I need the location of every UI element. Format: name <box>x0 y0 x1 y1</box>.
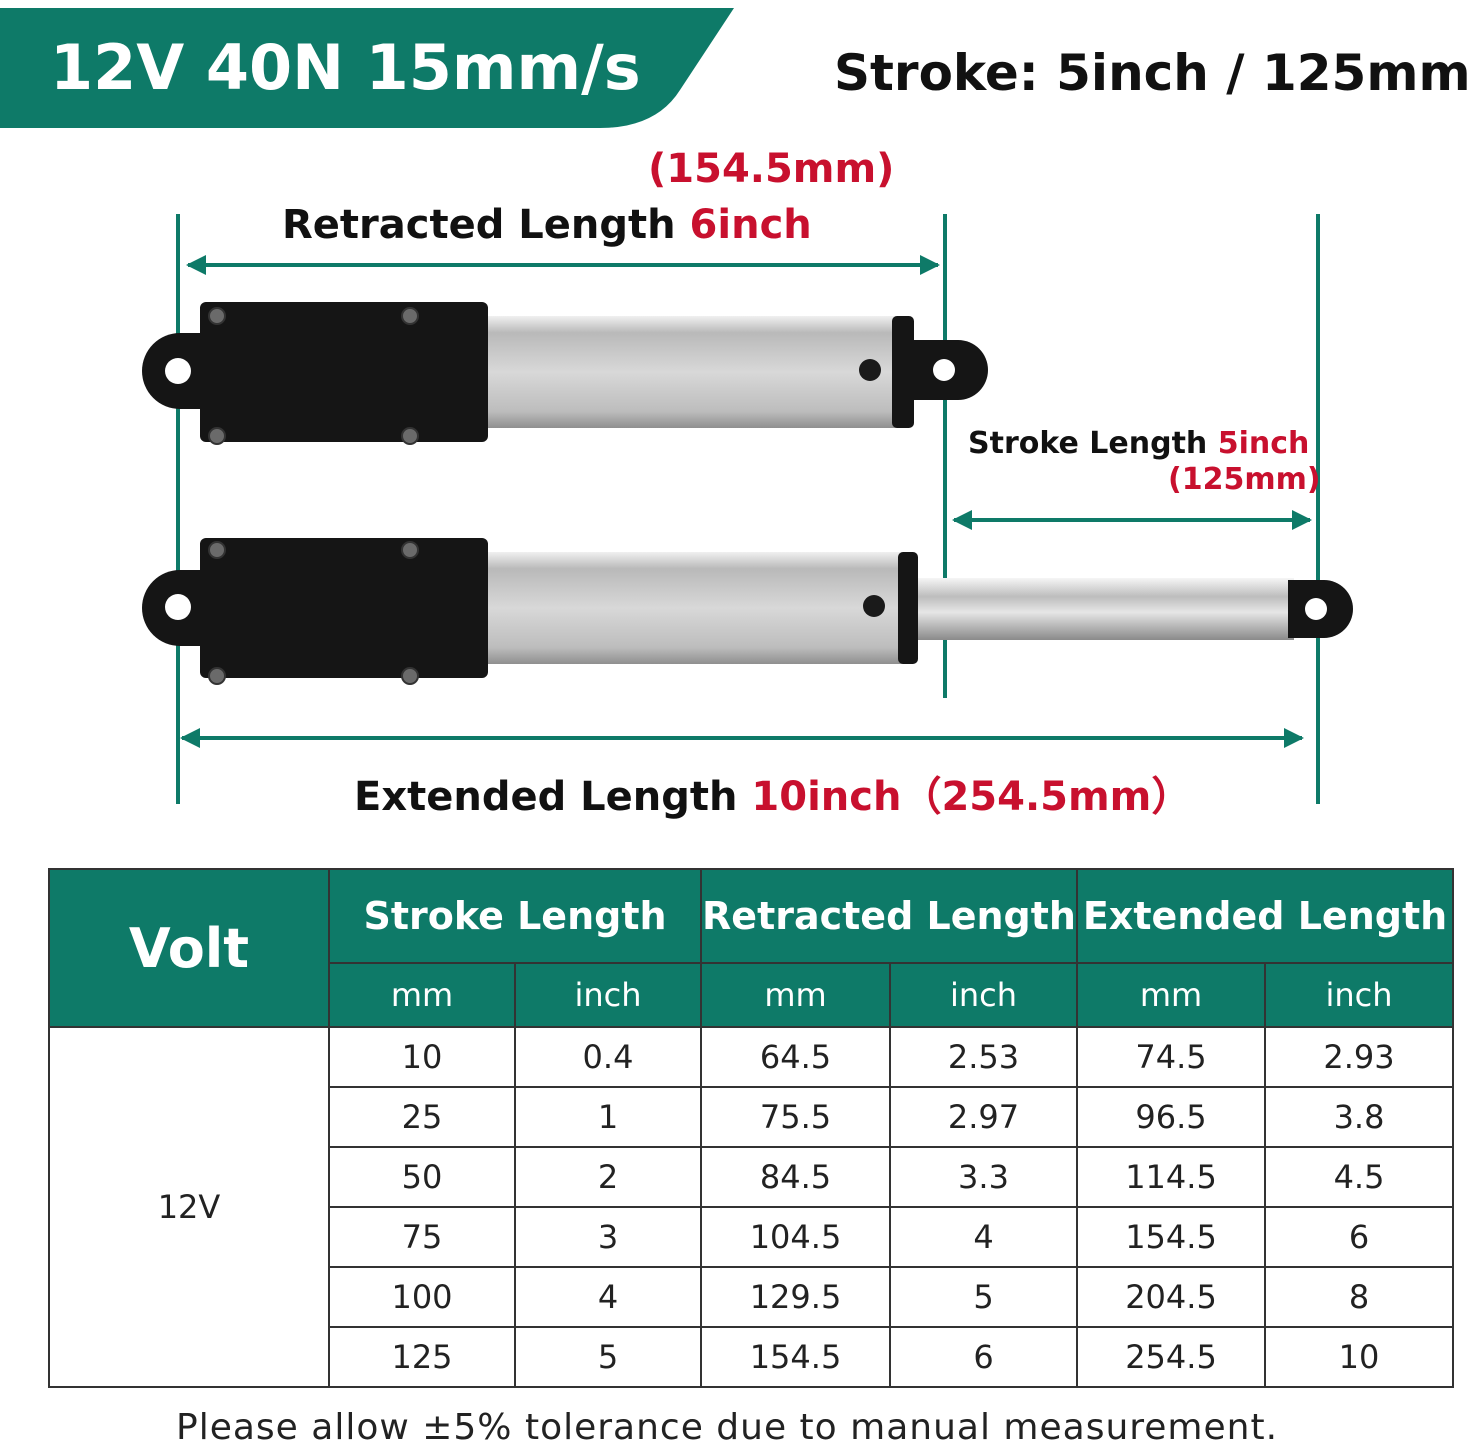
extended-length-label: Extended Length 10inch（254.5mm） <box>354 764 1191 822</box>
table-row: 25 1 75.5 2.97 96.5 3.8 <box>49 1086 1455 1148</box>
unit-header: inch <box>1263 962 1455 1028</box>
extended-length-header: Extended Length <box>1075 868 1455 964</box>
motor-housing <box>200 538 488 678</box>
extension-rod <box>918 578 1294 640</box>
table-row: 125 5 154.5 6 254.5 10 <box>49 1326 1455 1388</box>
table-cell: 10 <box>1263 1326 1455 1388</box>
table-cell: 6 <box>1263 1206 1455 1268</box>
unit-header: inch <box>889 962 1078 1028</box>
stroke-title: Stroke: 5inch / 125mm <box>834 44 1471 102</box>
table-cell: 4.5 <box>1263 1146 1455 1208</box>
table-cell: 50 <box>328 1146 516 1208</box>
volt-header: Volt <box>48 868 330 1028</box>
screw-icon <box>208 541 226 559</box>
screw-icon <box>401 427 419 445</box>
table-cell: 104.5 <box>700 1206 891 1268</box>
table-cell: 3.3 <box>889 1146 1078 1208</box>
table-cell: 5 <box>889 1266 1078 1328</box>
table-cell: 129.5 <box>700 1266 891 1328</box>
table-cell: 204.5 <box>1076 1266 1266 1328</box>
table-cell: 2 <box>514 1146 702 1208</box>
table-cell: 2.53 <box>889 1026 1078 1088</box>
unit-header: mm <box>1076 962 1266 1028</box>
table-cell: 2.93 <box>1263 1026 1455 1088</box>
table-cell: 8 <box>1263 1266 1455 1328</box>
retracted-length-header: Retracted Length <box>700 868 1078 964</box>
motor-housing <box>200 302 488 442</box>
screw-icon <box>208 667 226 685</box>
table-row: 100 4 129.5 5 204.5 8 <box>49 1266 1455 1328</box>
header-banner <box>0 8 734 128</box>
screw-icon <box>208 427 226 445</box>
table-cell: 74.5 <box>1076 1026 1266 1088</box>
table-cell: 25 <box>328 1086 516 1148</box>
screw-icon <box>401 307 419 325</box>
table-cell: 4 <box>514 1266 702 1328</box>
retracted-length-value: 6inch <box>689 202 812 248</box>
stroke-length-text: Stroke Length <box>968 426 1218 461</box>
table-cell: 1 <box>514 1086 702 1148</box>
table-cell: 154.5 <box>1076 1206 1266 1268</box>
retracted-actuator <box>142 302 988 445</box>
outer-tube <box>488 316 908 428</box>
retracted-length-mm: (154.5mm) <box>648 146 895 192</box>
table-cell: 0.4 <box>514 1026 702 1088</box>
screw-icon <box>208 307 226 325</box>
table-cell: 3.8 <box>1263 1086 1455 1148</box>
extended-length-text: Extended Length <box>354 774 752 820</box>
table-cell: 125 <box>328 1326 516 1388</box>
table-cell: 254.5 <box>1076 1326 1266 1388</box>
table-cell: 75.5 <box>700 1086 891 1148</box>
stroke-length-header: Stroke Length <box>328 868 702 964</box>
stroke-length-label: Stroke Length 5inch <box>968 426 1309 461</box>
table-cell: 154.5 <box>700 1326 891 1388</box>
table-cell: 3 <box>514 1206 702 1268</box>
table-cell: 6 <box>889 1326 1078 1388</box>
volt-cell: 12V <box>48 1026 330 1388</box>
table-cell: 10 <box>328 1026 516 1088</box>
table-row: 50 2 84.5 3.3 114.5 4.5 <box>49 1146 1455 1208</box>
table-row: 75 3 104.5 4 154.5 6 <box>49 1206 1455 1268</box>
unit-header: mm <box>328 962 516 1028</box>
table-cell: 114.5 <box>1076 1146 1266 1208</box>
unit-header: mm <box>700 962 891 1028</box>
extended-length-value: 10inch（254.5mm） <box>751 774 1192 820</box>
table-cell: 100 <box>328 1266 516 1328</box>
table-cell: 75 <box>328 1206 516 1268</box>
table-cell: 4 <box>889 1206 1078 1268</box>
table-cell: 2.97 <box>889 1086 1078 1148</box>
tolerance-note: Please allow ±5% tolerance due to manual… <box>175 1407 1279 1448</box>
table-row: 12V 10 0.4 64.5 2.53 74.5 2.93 <box>48 1026 1455 1388</box>
retracted-length-label: Retracted Length 6inch <box>282 202 812 248</box>
screw-icon <box>401 541 419 559</box>
retracted-length-text: Retracted Length <box>282 202 690 248</box>
actuator-diagram <box>142 214 1353 804</box>
extended-actuator <box>142 538 1353 685</box>
stroke-length-mm: (125mm) <box>1168 462 1321 497</box>
screw-icon <box>401 667 419 685</box>
table-cell: 96.5 <box>1076 1086 1266 1148</box>
table-cell: 84.5 <box>700 1146 891 1208</box>
banner-title: 12V 40N 15mm/s <box>50 31 641 104</box>
unit-header: inch <box>514 962 702 1028</box>
spec-table: Volt Stroke Length Retracted Length Exte… <box>48 868 1455 1388</box>
stroke-length-value: 5inch <box>1217 426 1310 461</box>
table-cell: 64.5 <box>700 1026 891 1088</box>
outer-tube <box>488 552 908 664</box>
table-cell: 5 <box>514 1326 702 1388</box>
